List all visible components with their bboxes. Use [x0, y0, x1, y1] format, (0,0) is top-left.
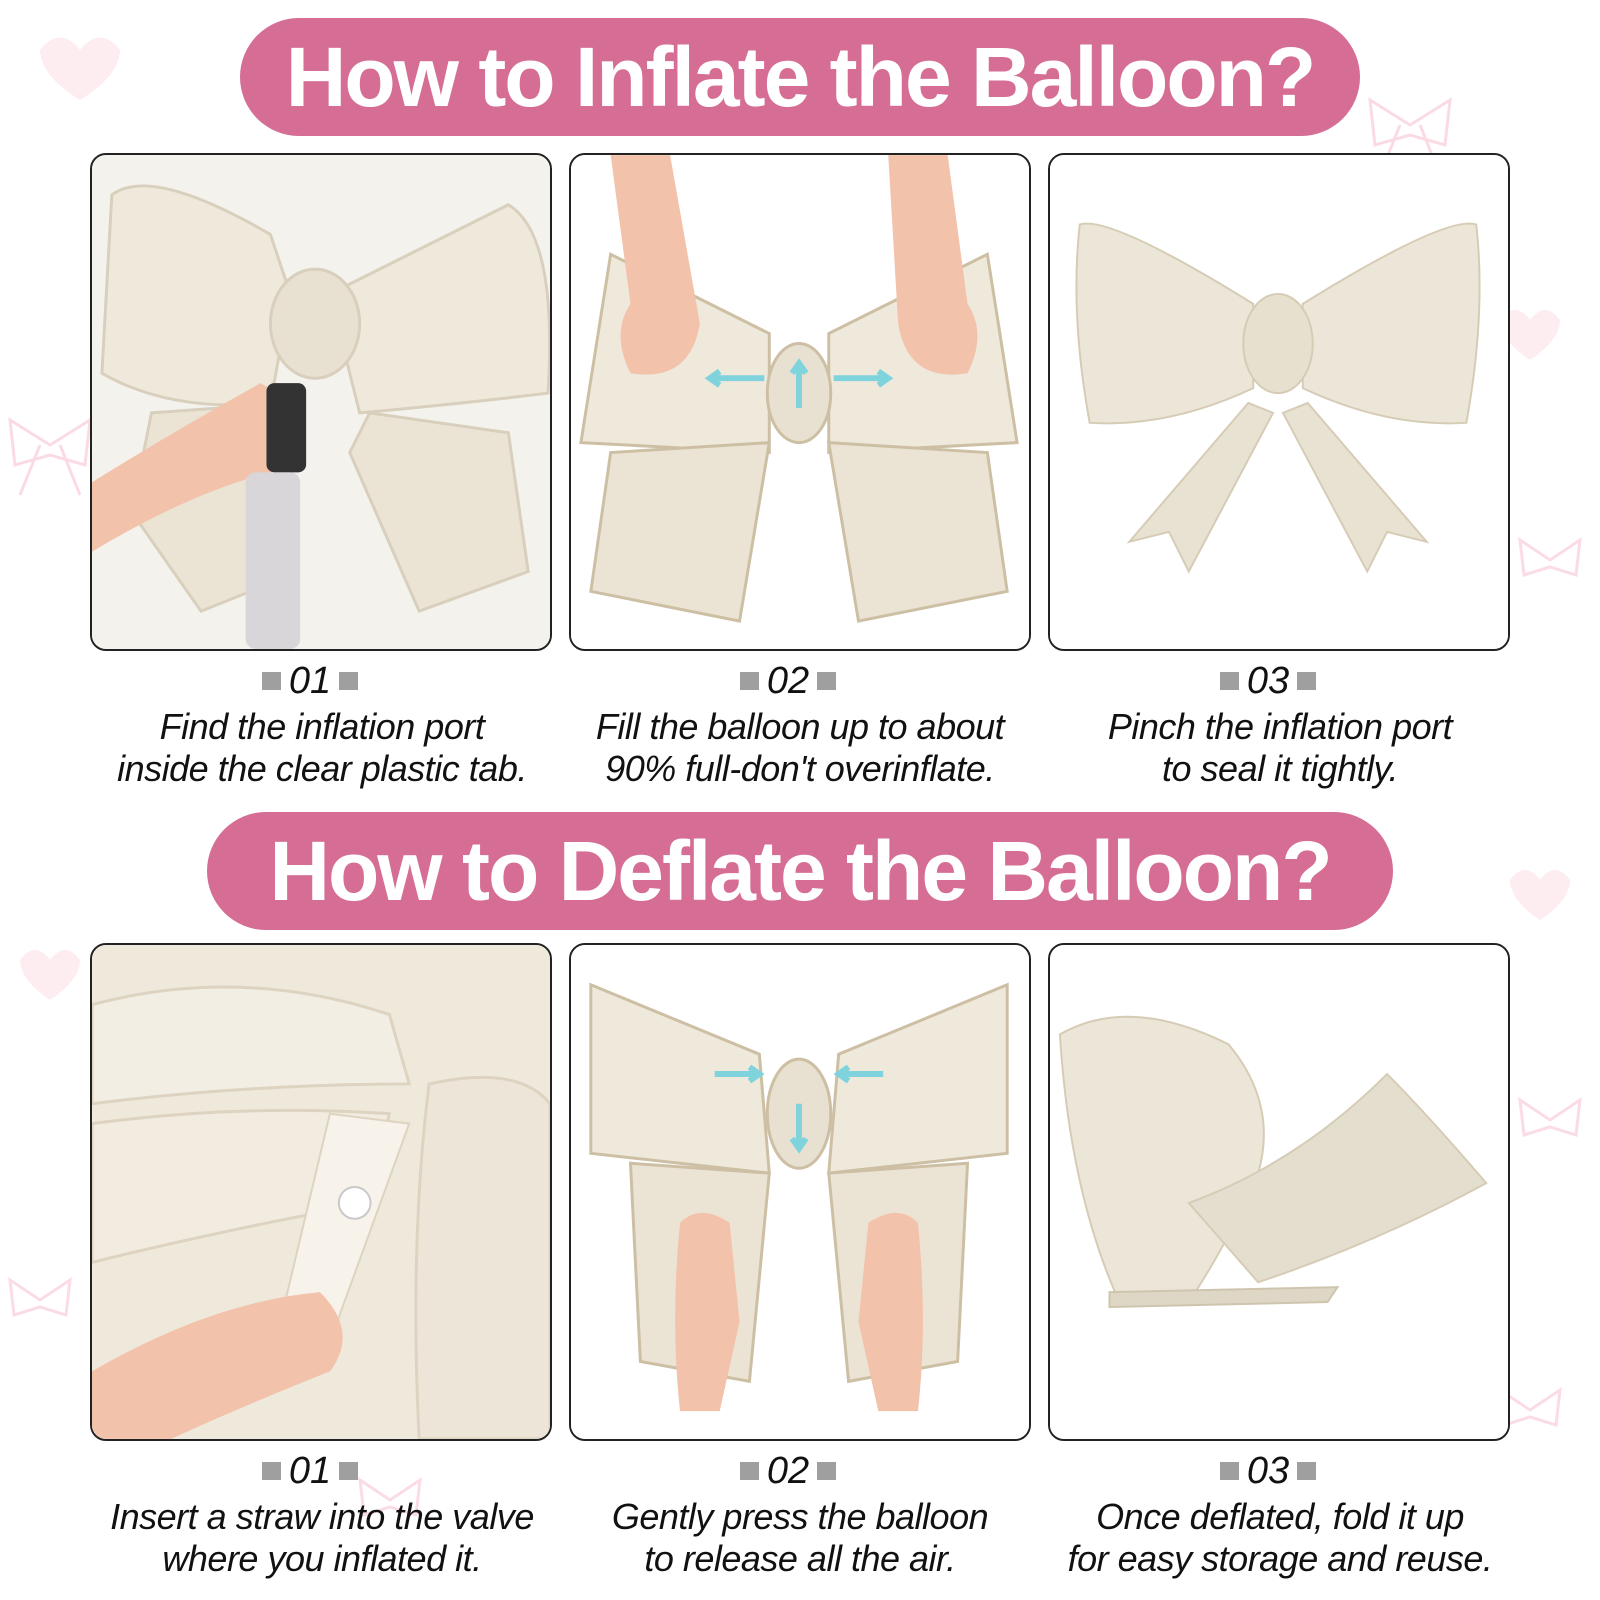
inflate-step-3-number: 03 [1220, 662, 1316, 700]
deflate-step-2-caption: Gently press the balloon to release all … [611, 1496, 989, 1579]
deflate-step-3-caption: Once deflated, fold it up for easy stora… [1067, 1496, 1493, 1579]
deflate-step-3-number: 03 [1220, 1452, 1316, 1490]
inflate-step-1-image [90, 153, 552, 651]
inflate-step-1-caption: Find the inflation port inside the clear… [117, 706, 527, 789]
deflate-step-1-number: 01 [262, 1452, 358, 1490]
inflate-step-1-number: 01 [262, 662, 358, 700]
inflate-step-2-caption: Fill the balloon up to about 90% full-do… [595, 706, 1005, 789]
deflate-step-2-number: 02 [740, 1452, 836, 1490]
inflate-step-2-image [569, 153, 1031, 651]
deflate-step-1-image [90, 943, 552, 1441]
deflate-title: How to Deflate the Balloon? [269, 824, 1332, 918]
deflate-step-1-caption: Insert a straw into the valve where you … [110, 1496, 534, 1579]
inflate-step-3-caption: Pinch the inflation port to seal it tigh… [1107, 706, 1453, 789]
inflate-step-3-image [1048, 153, 1510, 651]
inflate-step-2-number: 02 [740, 662, 836, 700]
deflate-step-2-image [569, 943, 1031, 1441]
inflate-title-banner: How to Inflate the Balloon? [240, 18, 1360, 136]
deflate-title-banner: How to Deflate the Balloon? [207, 812, 1393, 930]
deflate-step-3-image [1048, 943, 1510, 1441]
inflate-title: How to Inflate the Balloon? [285, 30, 1317, 124]
